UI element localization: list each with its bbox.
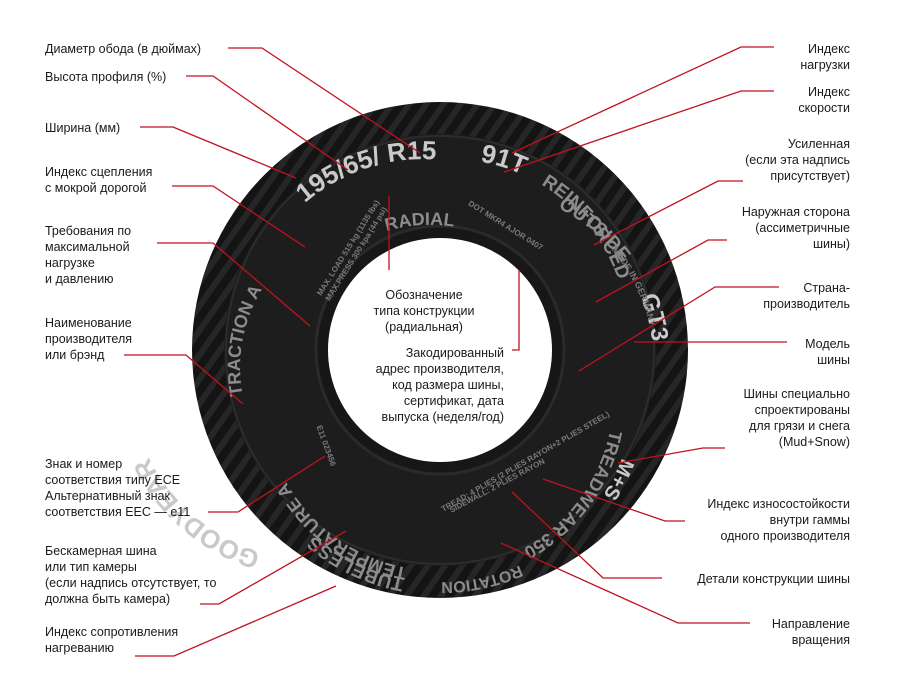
label-construction-type: Обозначение типа конструкции (радиальная… — [373, 288, 475, 334]
label-dot-code: Закодированный адрес производителя, код … — [375, 346, 504, 424]
label-max-load: Требования по максимальной нагрузке и да… — [45, 224, 132, 286]
leader-max-load — [157, 242, 311, 327]
leader-speed-index — [503, 90, 774, 173]
leader-mud-snow — [617, 447, 725, 464]
label-country: Страна- производитель — [763, 281, 850, 311]
leader-ece — [208, 455, 326, 513]
tire-hole — [328, 238, 552, 462]
tire: 195/65/ R15 91T RADIAL REINFORCED OUTSID… — [127, 102, 688, 598]
label-treadwear: Индекс износостойкости внутри гаммы одно… — [707, 497, 850, 543]
leader-treadwear — [542, 478, 685, 522]
label-temperature: Индекс сопротивления нагреванию — [45, 625, 179, 655]
label-width: Ширина (мм) — [45, 121, 121, 135]
leader-rim-diameter — [228, 47, 421, 154]
leader-reinforced — [593, 180, 743, 246]
leader-brand — [124, 354, 244, 405]
label-outside: Наружная сторона (ассиметричные шины) — [741, 205, 850, 251]
leader-construction-details — [511, 491, 662, 579]
label-tubeless: Бескамерная шина или тип камеры (если на… — [45, 544, 217, 606]
label-model: Модель шины — [805, 337, 850, 367]
label-reinforced: Усиленная (если эта надпись присутствует… — [745, 137, 850, 183]
leader-tubeless — [200, 530, 347, 605]
sidewall-ring — [225, 135, 655, 565]
leader-dot — [512, 270, 520, 351]
label-construction-details: Детали конструкции шины — [697, 572, 850, 586]
leader-load-index — [511, 46, 774, 154]
label-rotation: Направление вращения — [771, 617, 850, 647]
leader-traction — [172, 185, 306, 248]
leader-temperature — [135, 585, 337, 657]
leader-profile — [186, 75, 349, 171]
label-wet-traction: Индекс сцепления с мокрой дорогой — [45, 165, 153, 195]
label-profile-height: Высота профиля (%) — [45, 70, 167, 84]
leader-width — [140, 126, 297, 179]
label-speed-index: Индекс скорости — [798, 85, 850, 115]
label-mud-snow: Шины специально спроектированы для грязи… — [743, 387, 850, 449]
label-brand: Наименование производителя или брэнд — [45, 316, 133, 362]
label-load-index: Индекс нагрузки — [800, 42, 850, 72]
leader-outside — [595, 239, 727, 303]
label-rim-diameter: Диаметр обода (в дюймах) — [45, 42, 202, 56]
label-ece: Знак и номер соответствия типу ЕСЕ Альте… — [45, 457, 191, 519]
leader-country — [578, 286, 779, 372]
leader-lines — [124, 46, 787, 657]
leader-rotation — [500, 542, 750, 624]
